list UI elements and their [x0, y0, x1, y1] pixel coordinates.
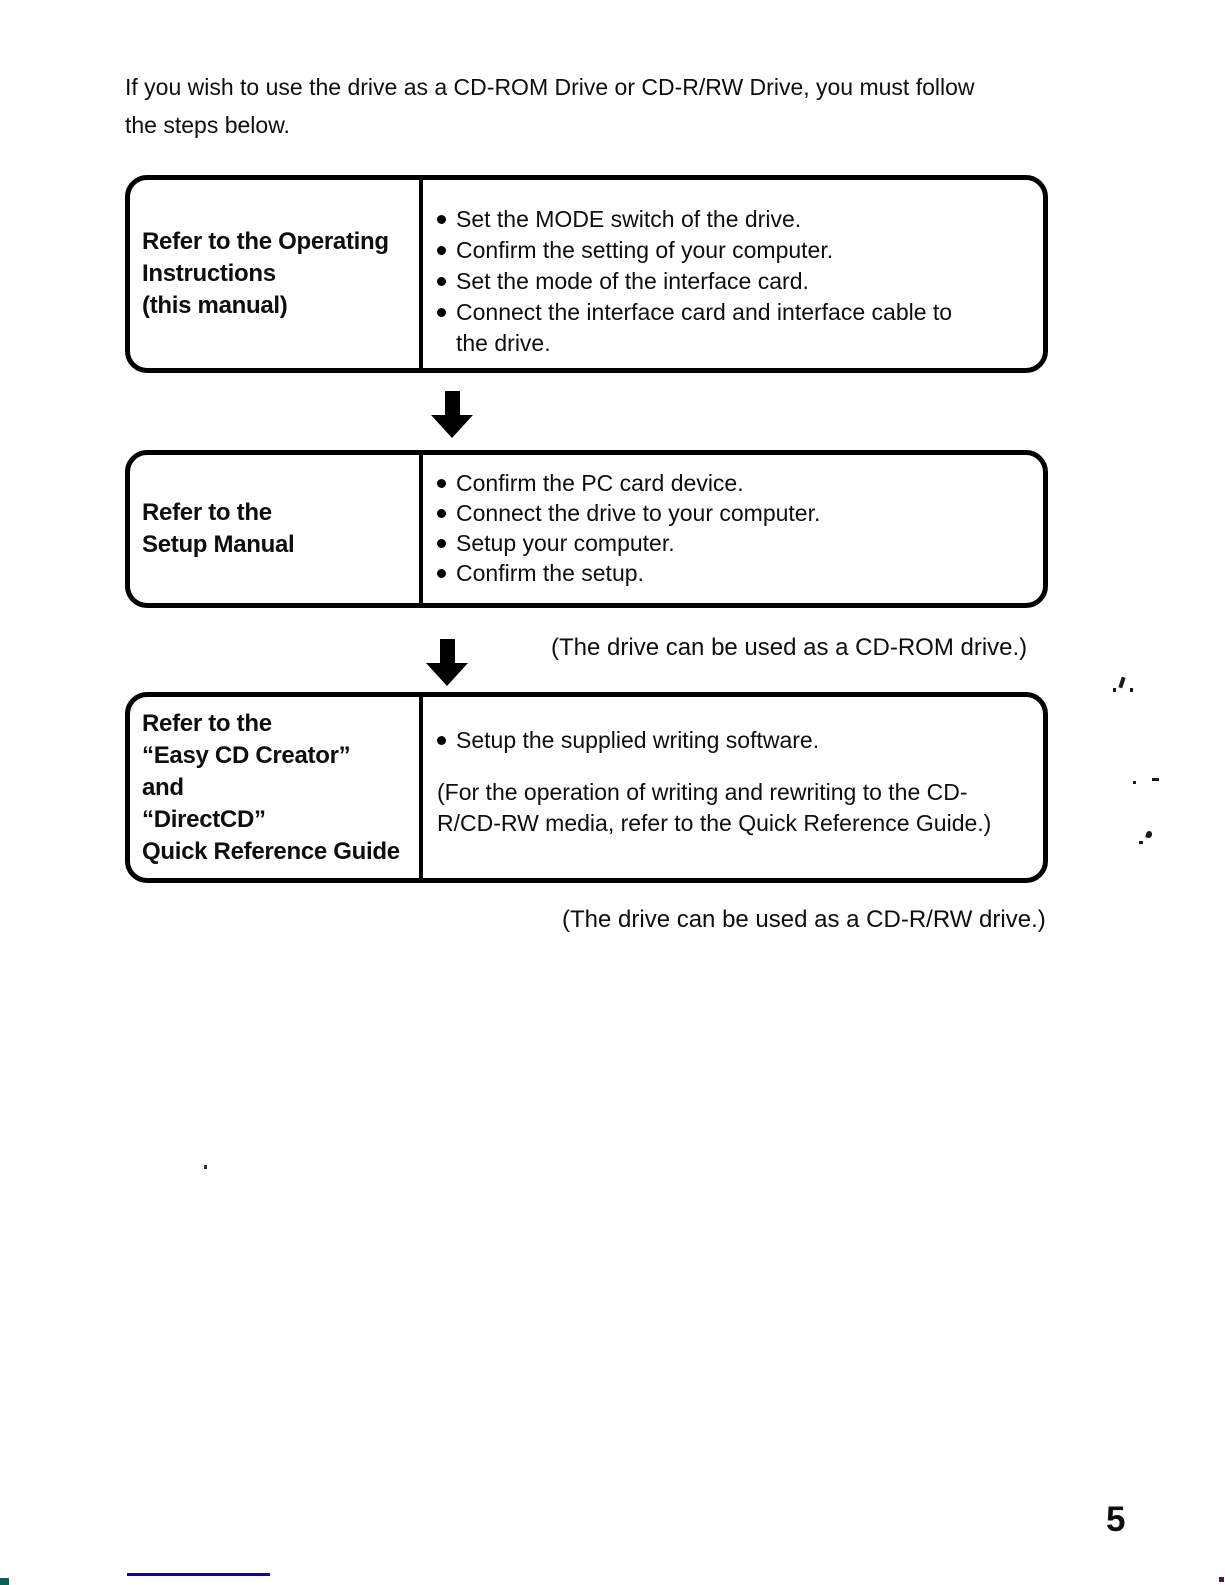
step-item: Confirm the PC card device.: [437, 468, 1043, 498]
box-label-line: (this manual): [142, 292, 288, 319]
corner-scan-mark: [0, 1578, 9, 1585]
arrow-stem: [439, 639, 455, 663]
intro-line: the steps below.: [125, 112, 290, 138]
box-label-line: Instructions: [142, 260, 276, 287]
scan-speck: [1152, 778, 1159, 781]
step-item: Confirm the setup.: [437, 558, 1043, 588]
step-item: Setup your computer.: [437, 528, 1043, 558]
intro-line: If you wish to use the drive as a CD-ROM…: [125, 74, 975, 100]
step-text: Connect the interface card and interface…: [456, 299, 953, 356]
writing-note: (For the operation of writing and rewrit…: [437, 779, 992, 836]
flow-box-operating-instructions: Refer to the Operating Instructions (thi…: [125, 175, 1048, 373]
box-label: Refer to the “Easy CD Creator” and “Dire…: [130, 697, 423, 878]
box-label-line: Quick Reference Guide: [142, 837, 400, 865]
box-label: Refer to the Operating Instructions (thi…: [130, 180, 423, 368]
box-label: Refer to the Setup Manual: [130, 455, 423, 603]
scan-speck: [1133, 781, 1136, 784]
cdrw-usage-caption: (The drive can be used as a CD-R/RW driv…: [562, 906, 1046, 933]
step-text: Confirm the PC card device.: [456, 470, 744, 496]
step-item: Setup the supplied writing software.: [437, 725, 1043, 756]
step-item: Connect the interface card and interface…: [437, 297, 1043, 359]
step-item: Connect the drive to your computer.: [437, 498, 1043, 528]
arrow-head: [431, 415, 473, 438]
box-label-line: Refer to the: [142, 709, 272, 737]
step-text: Connect the drive to your computer.: [456, 500, 821, 526]
bullet-icon: [437, 246, 446, 255]
scan-speck: [204, 1165, 207, 1169]
cdrom-usage-caption: (The drive can be used as a CD-ROM drive…: [551, 634, 1028, 661]
box-label-line: Refer to the: [142, 499, 272, 526]
step-text: Setup your computer.: [456, 530, 675, 556]
box-steps: Setup the supplied writing software. (Fo…: [423, 697, 1043, 878]
scan-speck: [1118, 676, 1126, 689]
step-text: Confirm the setting of your computer.: [456, 237, 834, 263]
step-text: Confirm the setup.: [456, 560, 644, 586]
bullet-icon: [437, 509, 446, 518]
bullet-icon: [437, 569, 446, 578]
box-label-line: Refer to the Operating: [142, 228, 389, 255]
arrow-head: [426, 663, 468, 686]
box-label-line: “Easy CD Creator”: [142, 741, 351, 769]
flow-box-quick-reference-guide: Refer to the “Easy CD Creator” and “Dire…: [125, 692, 1048, 883]
bullet-icon: [437, 539, 446, 548]
bullet-icon: [437, 277, 446, 286]
box-label-line: “DirectCD”: [142, 805, 266, 833]
arrow-stem: [444, 391, 460, 415]
bullet-icon: [437, 308, 446, 317]
box-label-line: Setup Manual: [142, 531, 295, 558]
bullet-icon: [437, 736, 446, 745]
step-text: Set the MODE switch of the drive.: [456, 206, 802, 232]
down-arrow-icon: [431, 391, 473, 438]
blue-underline-mark: [127, 1573, 270, 1576]
page-number: 5: [1106, 1500, 1126, 1539]
step-text: Setup the supplied writing software.: [456, 727, 820, 753]
bullet-icon: [437, 479, 446, 488]
scan-speck: [1130, 688, 1133, 692]
box-steps: Set the MODE switch of the drive. Confir…: [423, 180, 1043, 368]
intro-paragraph: If you wish to use the drive as a CD-ROM…: [125, 68, 975, 144]
box-steps: Confirm the PC card device. Connect the …: [423, 455, 1043, 603]
box-label-line: and: [142, 773, 184, 801]
scan-speck: [1139, 841, 1143, 844]
bullet-icon: [437, 215, 446, 224]
step-item: Set the mode of the interface card.: [437, 266, 1043, 297]
scan-speck: [1113, 688, 1116, 692]
step-item: Set the MODE switch of the drive.: [437, 204, 1043, 235]
step-item: Confirm the setting of your computer.: [437, 235, 1043, 266]
down-arrow-icon: [426, 639, 468, 686]
scan-speck: [1145, 830, 1153, 839]
flow-box-setup-manual: Refer to the Setup Manual Confirm the PC…: [125, 450, 1048, 608]
step-text: Set the mode of the interface card.: [456, 268, 809, 294]
corner-scan-dot: [1219, 1577, 1224, 1582]
